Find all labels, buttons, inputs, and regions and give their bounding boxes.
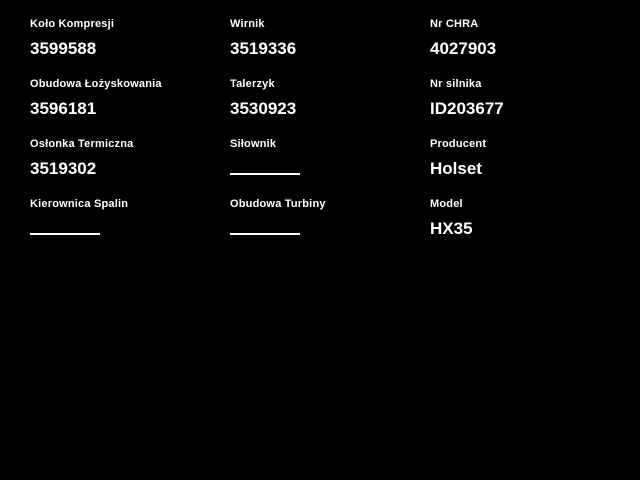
field-label: Osłonka Termiczna [30,138,134,150]
field-value: 4027903 [430,39,497,58]
parts-grid: Koło Kompresji 3599588 Wirnik 3519336 Nr… [30,18,630,258]
field-value [230,173,300,175]
field-value [30,233,100,235]
field-value: 3596181 [30,99,97,118]
field-value: HX35 [430,219,473,238]
field-label: Nr silnika [430,78,482,90]
part-field: Nr silnika ID203677 [430,78,630,138]
field-value: 3519336 [230,39,297,58]
field-label: Obudowa Turbiny [230,198,326,210]
field-value: Holset [430,159,482,178]
field-value: ID203677 [430,99,504,118]
part-field: Obudowa Łożyskowania 3596181 [30,78,230,138]
field-value: 3530923 [230,99,297,118]
field-value: 3599588 [30,39,97,58]
field-value [230,233,300,235]
field-label: Siłownik [230,138,277,150]
part-field: Talerzyk 3530923 [230,78,430,138]
part-field: Kierownica Spalin [30,198,230,258]
part-field: Obudowa Turbiny [230,198,430,258]
field-label: Kierownica Spalin [30,198,129,210]
part-field: Siłownik [230,138,430,198]
field-value: 3519302 [30,159,97,178]
field-label: Talerzyk [230,78,275,90]
field-label: Producent [430,138,487,150]
part-field: Osłonka Termiczna 3519302 [30,138,230,198]
part-field: Producent Holset [430,138,630,198]
field-label: Obudowa Łożyskowania [30,78,162,90]
field-label: Nr CHRA [430,18,479,30]
field-label: Wirnik [230,18,265,30]
part-field: Model HX35 [430,198,630,258]
part-field: Koło Kompresji 3599588 [30,18,230,78]
field-label: Model [430,198,463,210]
part-field: Nr CHRA 4027903 [430,18,630,78]
field-label: Koło Kompresji [30,18,115,30]
part-field: Wirnik 3519336 [230,18,430,78]
